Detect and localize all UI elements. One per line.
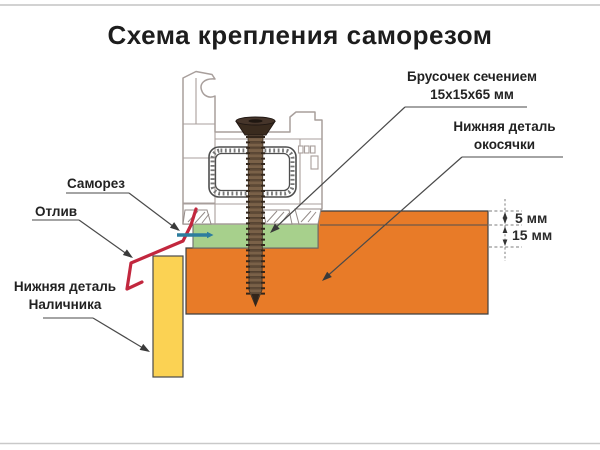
drip-fixing-screw xyxy=(177,231,214,239)
label-trim-bottom: Нижняя деталь Наличника xyxy=(13,279,117,312)
dimension-lines xyxy=(489,199,522,261)
label-drip-edge: Отлив xyxy=(34,204,78,219)
screw xyxy=(235,116,276,308)
diagram-title: Схема крепления саморезом xyxy=(107,20,493,50)
trim-bottom-part xyxy=(152,255,184,378)
drip-edge-shape xyxy=(125,207,198,291)
label-casing-bottom: Нижняя деталь окосячки xyxy=(453,119,556,152)
label-block-section: Брусочек сечением 15х15х65 мм xyxy=(406,69,537,102)
label-screw: Саморез xyxy=(67,176,125,191)
dimension-5mm: 5 мм xyxy=(515,210,548,226)
dimension-15mm: 15 мм xyxy=(512,227,553,243)
leader-lines xyxy=(32,106,563,352)
